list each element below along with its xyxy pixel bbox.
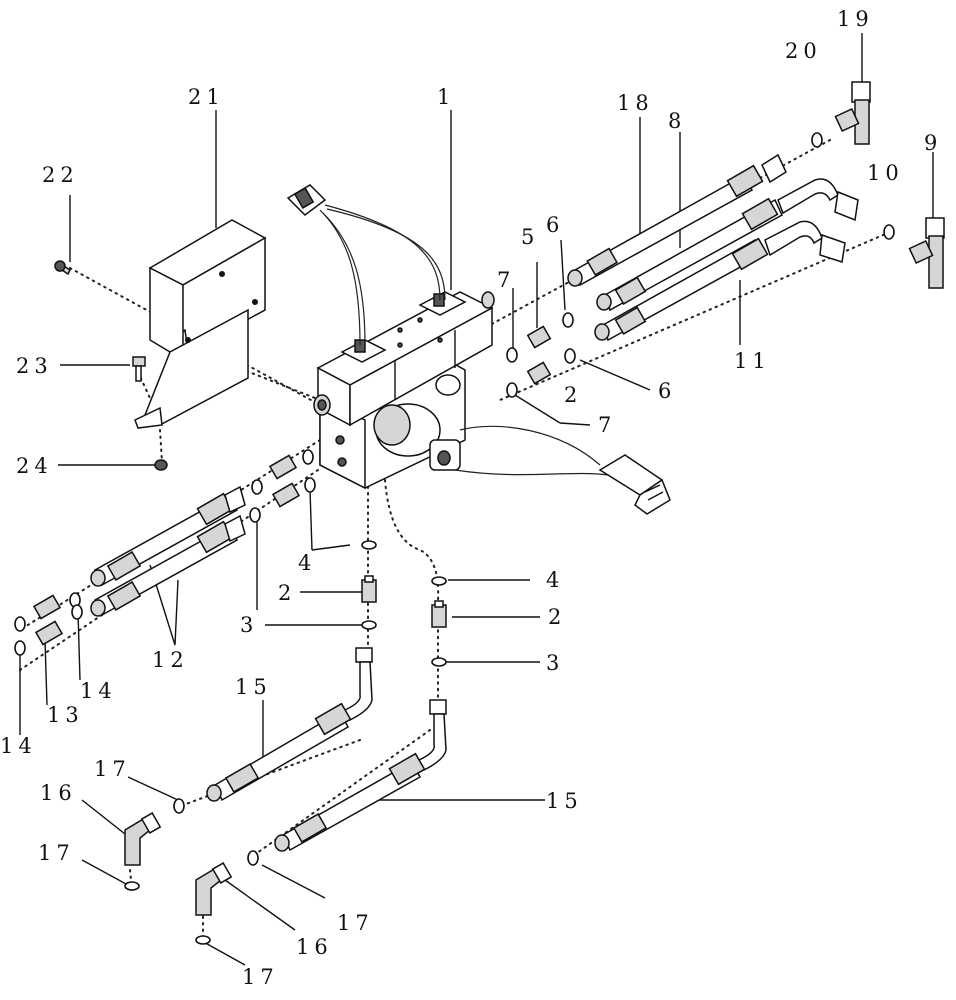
elbow-16b bbox=[195, 850, 259, 945]
hose-12 bbox=[90, 485, 246, 617]
callout-11: 11 bbox=[734, 349, 771, 373]
screw-22 bbox=[54, 260, 71, 276]
callout-20: 20 bbox=[785, 39, 822, 63]
callout-2-center: 2 bbox=[548, 605, 566, 629]
callout-16-bottom: 16 bbox=[296, 935, 333, 959]
hose-18 bbox=[567, 153, 787, 287]
callout-7-top: 7 bbox=[497, 268, 515, 292]
callout-22: 22 bbox=[42, 163, 79, 187]
leader-lines bbox=[19, 33, 934, 966]
center-stack-left bbox=[361, 540, 377, 630]
tee-fitting-19 bbox=[834, 81, 871, 145]
adapter-5 bbox=[526, 325, 552, 349]
callout-3-left: 3 bbox=[240, 613, 258, 637]
callout-24: 24 bbox=[16, 454, 53, 478]
callout-8: 8 bbox=[668, 109, 686, 133]
hose-15-lower bbox=[274, 699, 447, 852]
callout-21: 21 bbox=[188, 85, 225, 109]
callout-labels: 1 2 2 2 3 3 3 4 4 4 5 6 6 7 7 8 9 10 11 … bbox=[0, 7, 942, 989]
callout-12: 12 bbox=[152, 648, 189, 672]
o-ring-6a bbox=[562, 312, 574, 328]
o-ring-6b bbox=[564, 348, 576, 364]
callout-4-left: 4 bbox=[298, 551, 316, 575]
callout-1: 1 bbox=[437, 85, 455, 109]
wire-harness bbox=[286, 184, 671, 515]
callout-16-top: 16 bbox=[40, 781, 77, 805]
callout-18: 18 bbox=[617, 91, 654, 115]
callout-17-bottom: 17 bbox=[242, 965, 279, 989]
callout-14-right: 14 bbox=[80, 679, 117, 703]
callout-9: 9 bbox=[924, 131, 942, 155]
callout-17-left: 17 bbox=[38, 841, 75, 865]
o-ring-7a bbox=[506, 347, 518, 363]
callout-2-right: 2 bbox=[564, 383, 582, 407]
callout-6-top: 6 bbox=[546, 213, 564, 237]
nut-24 bbox=[154, 459, 168, 471]
callout-3-center: 3 bbox=[546, 651, 564, 675]
callout-10: 10 bbox=[867, 161, 904, 185]
valve-block bbox=[313, 291, 495, 490]
callout-15-lower: 15 bbox=[546, 789, 583, 813]
callout-4-center: 4 bbox=[546, 568, 564, 592]
hose-8 bbox=[596, 178, 859, 312]
callout-2-left: 2 bbox=[278, 581, 296, 605]
hose-15-upper bbox=[206, 647, 373, 802]
left-fittings bbox=[249, 449, 316, 523]
tee-fitting-9 bbox=[908, 217, 945, 289]
callout-7-bottom: 7 bbox=[598, 413, 616, 437]
o-ring-7b bbox=[506, 382, 518, 398]
adapter-2-right bbox=[526, 361, 552, 385]
mounting-bracket bbox=[134, 219, 267, 429]
callout-6-bottom: 6 bbox=[658, 379, 676, 403]
adapters-13 bbox=[14, 592, 83, 656]
callout-5: 5 bbox=[521, 225, 539, 249]
screw-23 bbox=[132, 356, 146, 382]
callout-15-upper: 15 bbox=[235, 675, 272, 699]
callout-23: 23 bbox=[16, 354, 53, 378]
callout-13: 13 bbox=[47, 703, 84, 727]
callout-14-left: 14 bbox=[0, 734, 37, 758]
center-stack-right bbox=[431, 576, 447, 667]
callout-17-upper: 17 bbox=[94, 757, 131, 781]
elbow-16a bbox=[124, 798, 185, 891]
hose-11 bbox=[594, 220, 846, 342]
o-ring-20 bbox=[811, 132, 823, 148]
callout-19: 19 bbox=[837, 7, 874, 31]
callout-17-right: 17 bbox=[337, 911, 374, 935]
o-ring-10 bbox=[883, 224, 895, 240]
